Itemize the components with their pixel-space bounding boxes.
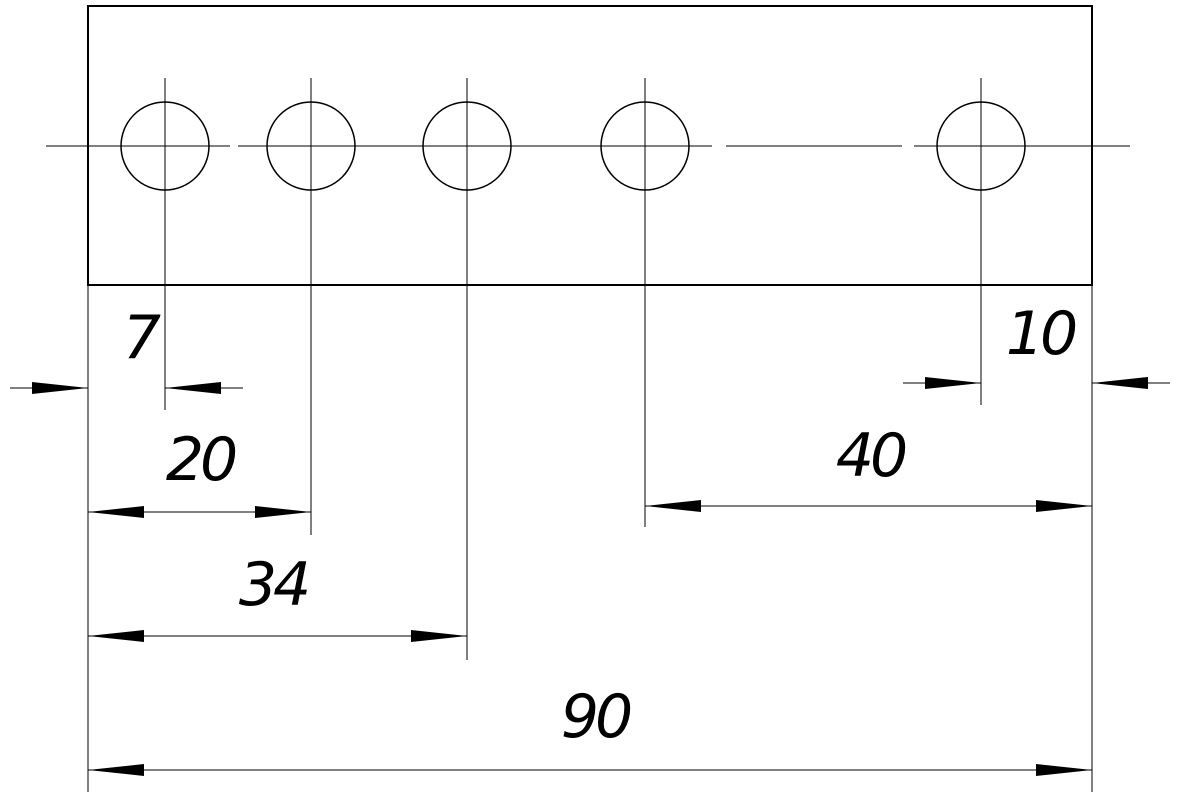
extension-lines — [87, 285, 1093, 792]
dimension-40-label: 40 — [836, 421, 906, 491]
dimension-20-label: 20 — [166, 425, 236, 495]
vertical-centerlines — [164, 78, 982, 660]
dimension-7-label: 7 — [123, 303, 161, 373]
dimension-34-label: 34 — [239, 550, 307, 620]
dimension-10-label: 10 — [1006, 299, 1076, 369]
dimension-90-label: 90 — [561, 682, 631, 752]
